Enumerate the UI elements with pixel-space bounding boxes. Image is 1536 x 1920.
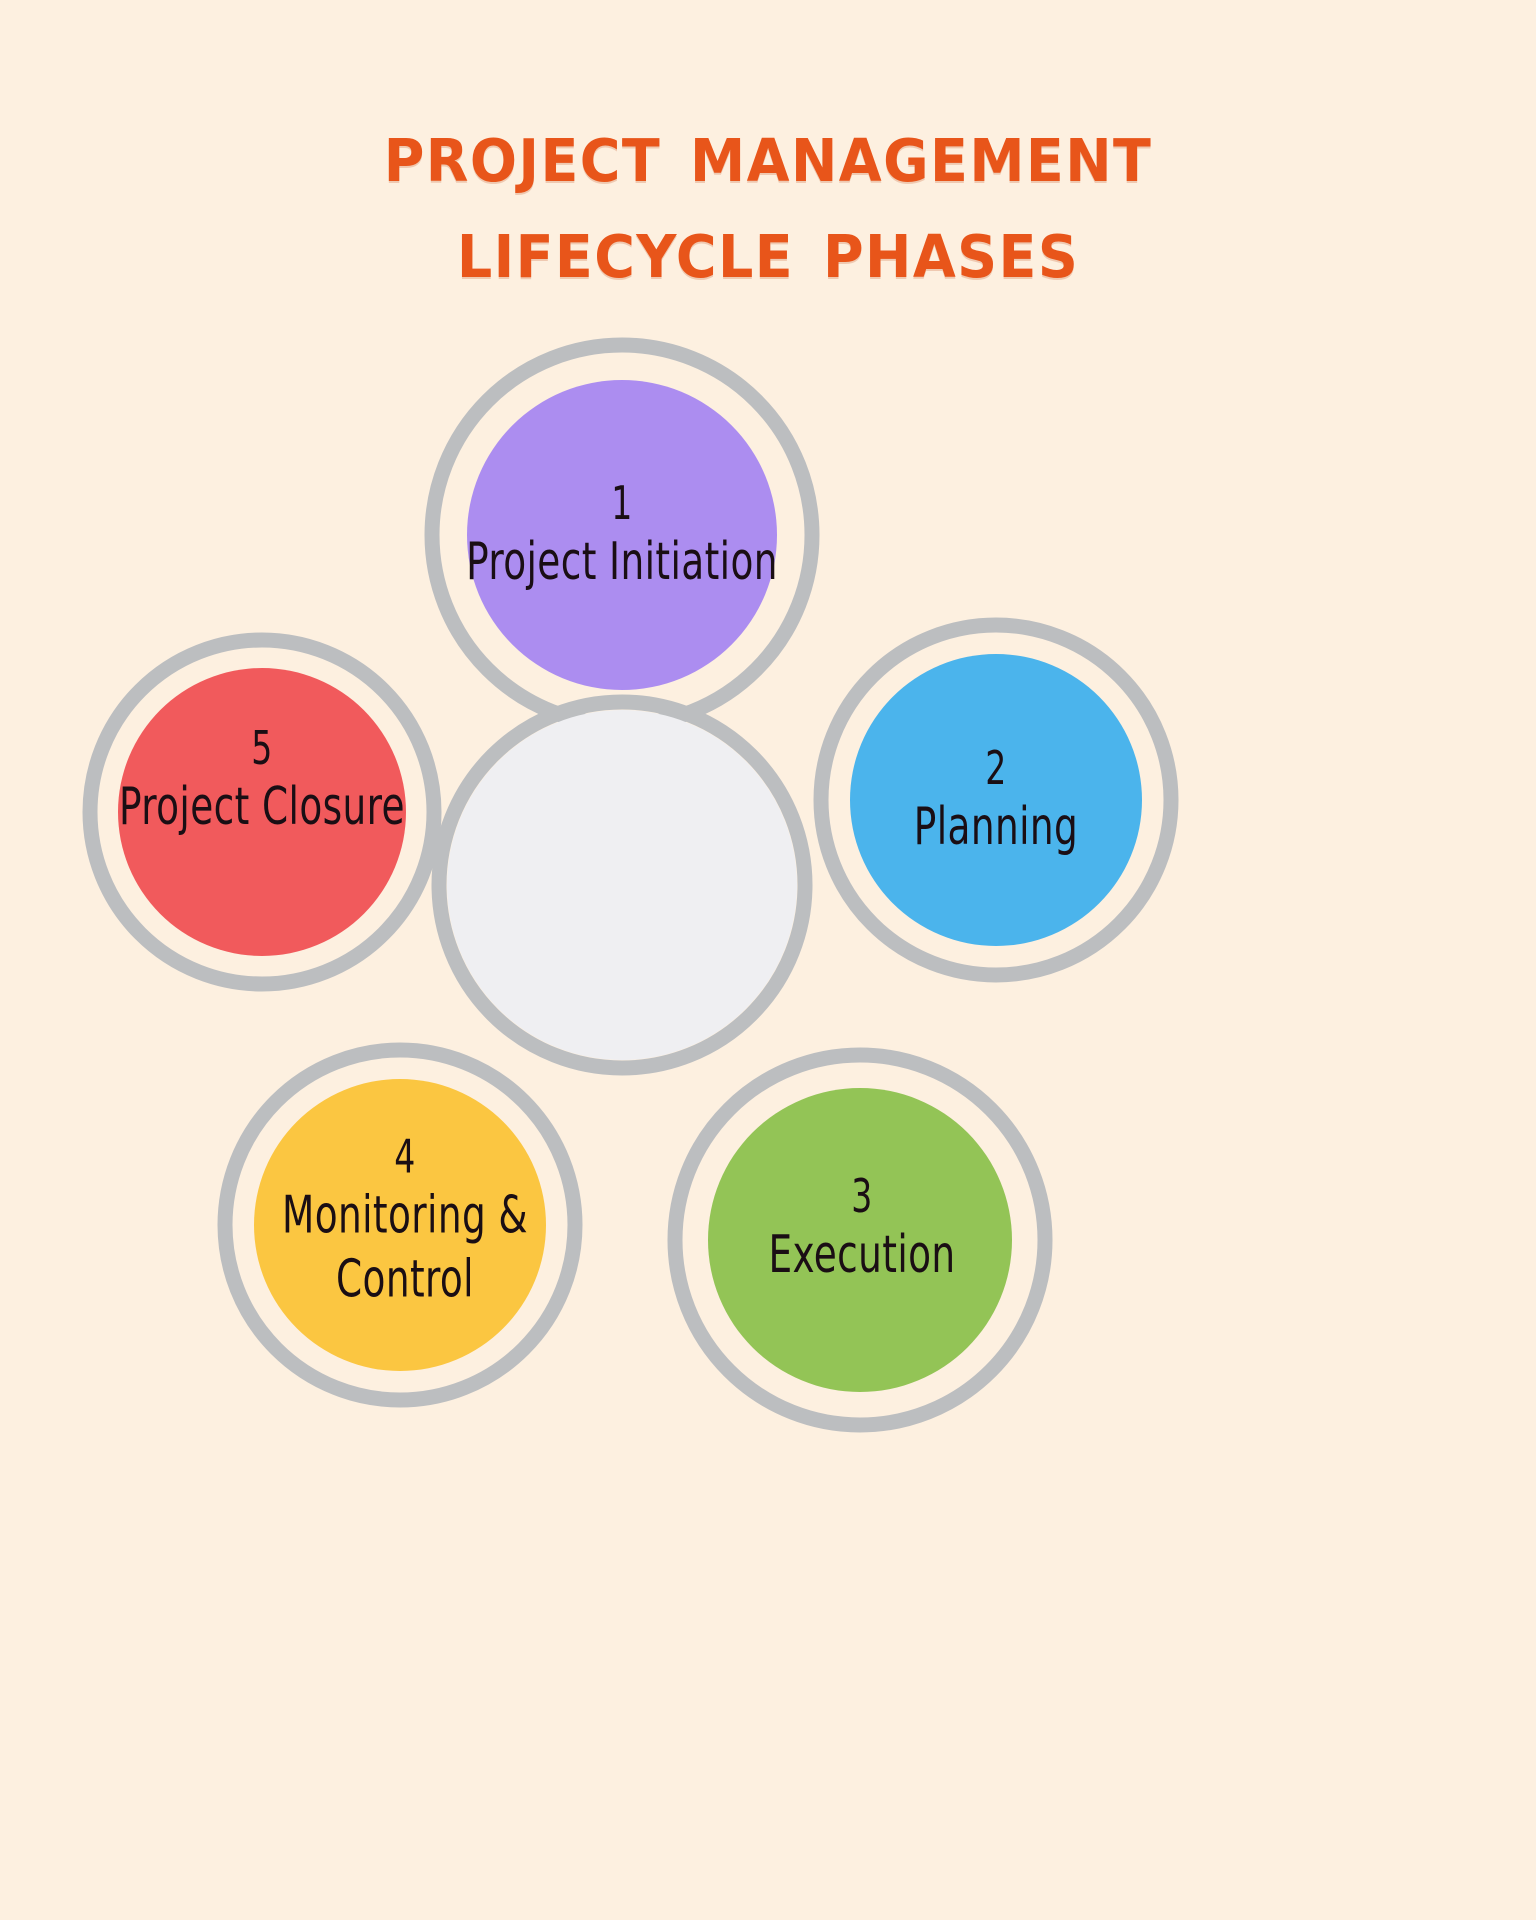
petal-label-1: 1 Project Initiation xyxy=(466,475,778,595)
ring-center-hub xyxy=(431,694,813,1076)
petal-label-3: 3 Execution xyxy=(768,1168,955,1288)
title-line-1: Project Management xyxy=(383,103,1153,201)
petal-5-name: Project Closure xyxy=(119,777,405,838)
petal-1-number: 1 xyxy=(611,476,633,531)
page-title: Project Management Lifecycle Phases xyxy=(0,103,1536,297)
petal-5-number: 5 xyxy=(251,721,273,776)
center-hub-fill[interactable] xyxy=(447,710,797,1060)
petal-4-name: Monitoring & Control xyxy=(281,1185,529,1310)
petal-label-5: 5 Project Closure xyxy=(119,720,405,840)
petal-2-name: Planning xyxy=(913,797,1079,858)
petal-4-number: 4 xyxy=(394,1129,416,1184)
petal-3-name: Execution xyxy=(768,1225,956,1286)
petal-3-number: 3 xyxy=(851,1169,873,1224)
petal-label-4: 4 Monitoring & Control xyxy=(282,1129,528,1312)
petal-label-2: 2 Planning xyxy=(914,740,1078,860)
petal-2-number: 2 xyxy=(985,741,1007,796)
petal-1-name: Project Initiation xyxy=(466,532,778,593)
title-line-2: Lifecycle Phases xyxy=(456,198,1080,297)
